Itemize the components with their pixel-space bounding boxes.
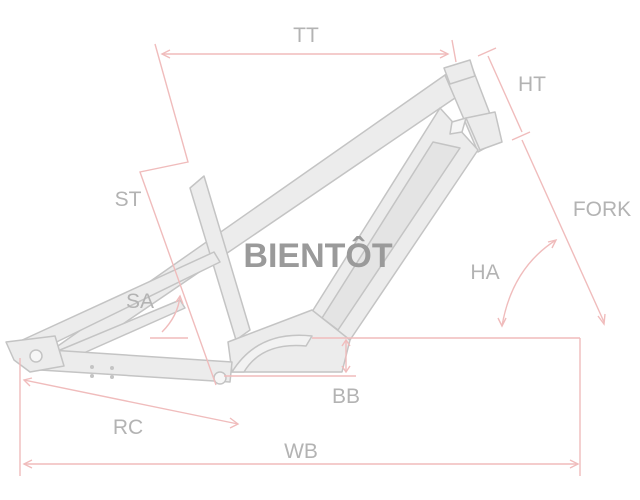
- label-st: ST: [115, 188, 142, 211]
- wb-arrow-left: [22, 459, 33, 469]
- bolt-2: [110, 366, 114, 370]
- motor-guard: [231, 334, 313, 373]
- head-tube-lower: [465, 111, 503, 151]
- sa-arc: [161, 295, 181, 333]
- ht-tick-bottom: [511, 131, 531, 141]
- ha-arrow-bottom: [497, 317, 507, 328]
- dimension-lines: [19, 39, 606, 476]
- fork-dimension-line: [521, 139, 605, 323]
- tt-arrow-left: [160, 49, 171, 59]
- seat-tube: [189, 175, 251, 341]
- page-title: BIENTÔT: [243, 236, 392, 275]
- ht-tick-top: [477, 47, 497, 57]
- label-sa: SA: [126, 290, 154, 313]
- rc-dimension-line: [23, 379, 239, 425]
- label-wb: WB: [284, 440, 318, 463]
- bolt-4: [110, 375, 114, 379]
- bb-arrow-top: [341, 338, 351, 347]
- ha-arc: [501, 239, 557, 327]
- bb-pivot: [213, 371, 227, 385]
- ha-arrow-top: [547, 238, 558, 249]
- head-tube-slot: [449, 117, 467, 135]
- sa-arrow: [175, 294, 184, 305]
- fork-arrow: [597, 313, 606, 326]
- label-ha: HA: [470, 261, 499, 284]
- head-tube-cap: [443, 59, 476, 85]
- label-bb: BB: [332, 385, 360, 408]
- wb-arrow-right: [569, 459, 580, 469]
- label-fork: FORK: [573, 198, 631, 221]
- label-rc: RC: [113, 416, 143, 439]
- rc-arrow-left: [22, 377, 33, 387]
- st-extension-line: [139, 43, 217, 386]
- label-ht: HT: [518, 73, 546, 96]
- label-tt: TT: [293, 24, 319, 47]
- ht-dimension-line: [487, 55, 523, 133]
- dropout-axle: [29, 349, 43, 363]
- tt-arrow-right: [439, 49, 450, 59]
- bb-arrow-bottom: [341, 365, 351, 374]
- tt-extension-right: [451, 39, 457, 63]
- bolt-3: [90, 374, 94, 378]
- bike-frame: [5, 59, 503, 385]
- rc-arrow-right: [229, 417, 240, 429]
- bolt-1: [90, 365, 94, 369]
